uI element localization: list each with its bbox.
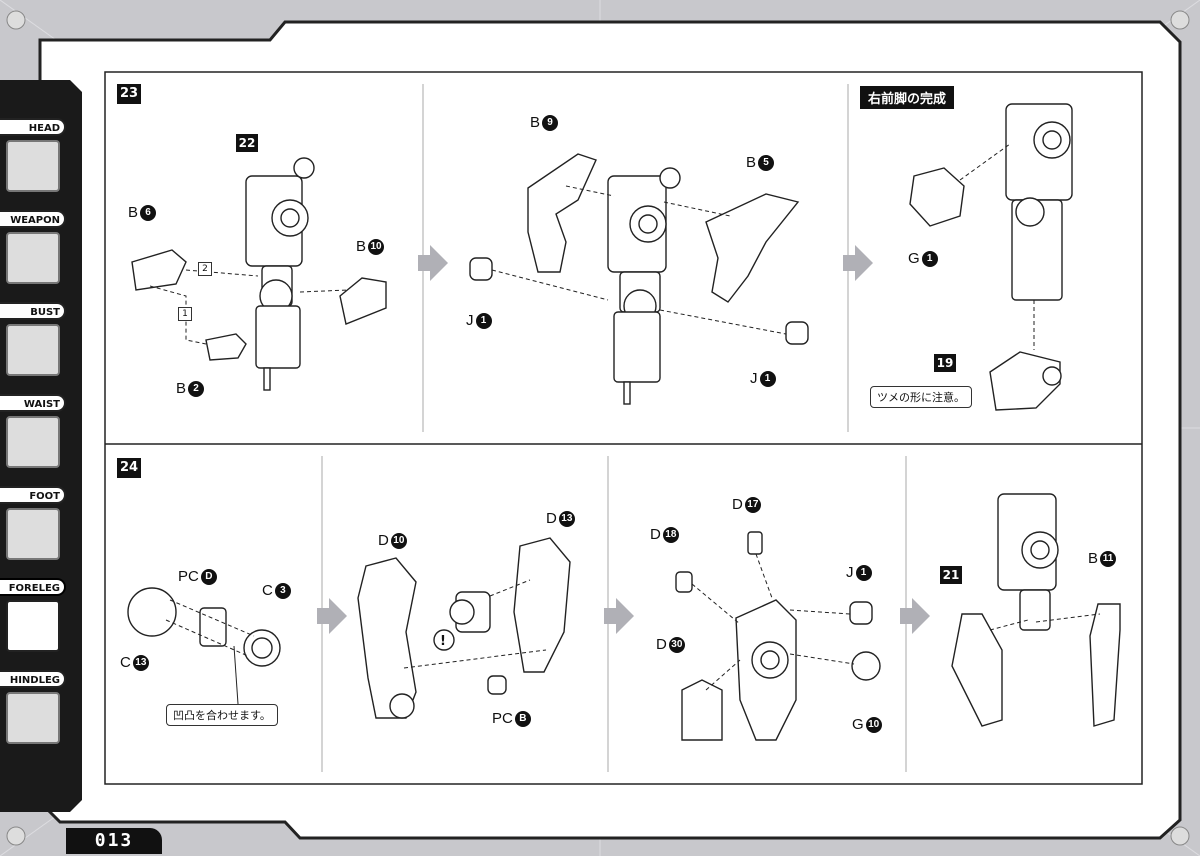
tab-label: FORELEG	[0, 578, 66, 596]
tab-label: BUST	[0, 302, 66, 320]
tab-label: HEAD	[0, 118, 66, 136]
reference-step: 21	[940, 566, 962, 584]
tab-label: WEAPON	[0, 210, 66, 228]
tab-label: WAIST	[0, 394, 66, 412]
step-number: 23	[117, 84, 142, 104]
reference-step: 22	[236, 134, 258, 152]
completion-title: 右前脚の完成	[860, 86, 955, 109]
page-number: 013	[66, 828, 162, 854]
step-number: 24	[117, 458, 142, 478]
tab-label: FOOT	[0, 486, 66, 504]
sequence-number: 2	[198, 262, 212, 276]
weapon-part-icon	[6, 232, 60, 284]
foreleg-part-icon	[6, 600, 60, 652]
bust-part-icon	[6, 324, 60, 376]
alignment-note: 凹凸を合わせます。	[166, 704, 278, 726]
sidebar: HEAD WEAPON BUST WAIST FOOT FORELEG HIND…	[0, 118, 78, 818]
reference-step: 19	[934, 354, 956, 372]
foot-part-icon	[6, 508, 60, 560]
head-part-icon	[6, 140, 60, 192]
sequence-number: 1	[178, 307, 192, 321]
caution-note: ツメの形に注意。	[870, 386, 972, 408]
waist-part-icon	[6, 416, 60, 468]
warning-mark: !	[440, 634, 446, 649]
tab-label: HINDLEG	[0, 670, 66, 688]
hindleg-part-icon	[6, 692, 60, 744]
